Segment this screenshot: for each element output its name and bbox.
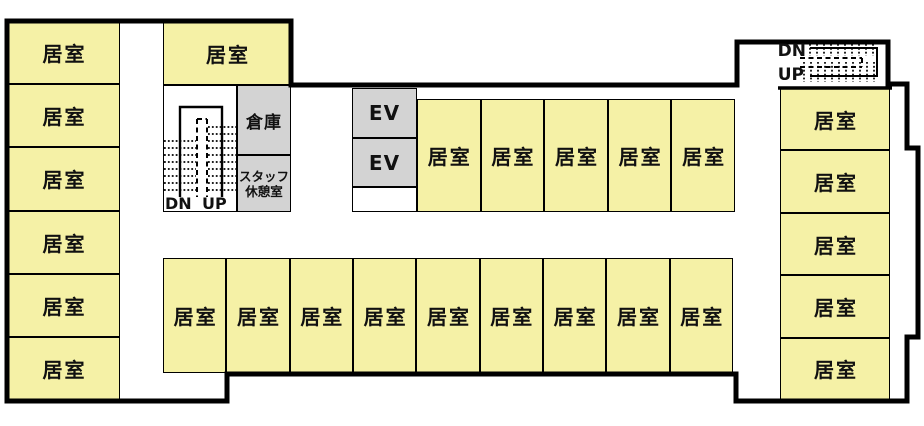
room-label: 居室 xyxy=(236,305,281,329)
room-center-3: 居室 xyxy=(544,99,608,212)
room-right-5: 居室 xyxy=(780,337,890,401)
room-right-2: 居室 xyxy=(780,150,890,213)
room-label: 居室 xyxy=(814,233,858,258)
room-label: 居室 xyxy=(814,358,858,383)
room-bottom-8: 居室 xyxy=(606,258,670,373)
room-label: 居室 xyxy=(42,231,87,256)
room-bottom-1: 居室 xyxy=(163,258,227,373)
storage-room: 倉庫 xyxy=(237,85,291,155)
elevator-label: EV xyxy=(368,150,401,175)
left-wing: 居室 居室 居室 居室 居室 居室 xyxy=(7,21,120,401)
center-top-row: 居室 居室 居室 居室 居室 xyxy=(417,99,735,212)
room-label: 居室 xyxy=(616,305,661,329)
room-top-left: 居室 xyxy=(163,21,291,85)
room-left-3: 居室 xyxy=(7,147,120,211)
room-label: 居室 xyxy=(363,305,408,329)
room-label: 居室 xyxy=(618,145,663,169)
bottom-row: 居室 居室 居室 居室 居室 居室 居室 居室 居室 xyxy=(163,258,733,373)
stairs-ne-treads-top xyxy=(809,44,874,56)
room-left-1: 居室 xyxy=(7,21,120,85)
stairs-ne-rail xyxy=(810,47,878,77)
elevator-2: EV xyxy=(352,138,417,187)
room-label: 居室 xyxy=(814,171,858,196)
stairs-ne-return xyxy=(800,57,863,68)
room-label: 居室 xyxy=(427,145,472,169)
staff-lounge: スタッフ 休憩室 xyxy=(237,155,291,212)
room-label: 居室 xyxy=(814,295,858,320)
room-bottom-3: 居室 xyxy=(289,258,353,373)
elevator-label: EV xyxy=(368,101,401,125)
room-left-4: 居室 xyxy=(7,210,120,274)
room-label: 居室 xyxy=(491,145,536,169)
room-label: 居室 xyxy=(426,305,471,329)
room-left-5: 居室 xyxy=(7,273,120,337)
service-block: 倉庫 スタッフ 休憩室 xyxy=(163,85,291,212)
room-label: 居室 xyxy=(42,168,87,193)
room-label: 居室 xyxy=(206,42,250,67)
room-label: 居室 xyxy=(42,105,87,130)
staff-lounge-label-line2: 休憩室 xyxy=(245,183,283,199)
room-bottom-5: 居室 xyxy=(416,258,480,373)
room-center-1: 居室 xyxy=(417,99,481,212)
room-left-6: 居室 xyxy=(7,336,120,401)
elevator-lobby-cell xyxy=(352,187,417,212)
room-label: 居室 xyxy=(680,305,725,329)
room-label: 居室 xyxy=(173,305,218,329)
room-bottom-4: 居室 xyxy=(352,258,417,373)
room-right-3: 居室 xyxy=(780,212,890,276)
room-label: 居室 xyxy=(554,145,599,169)
right-wing: 居室 居室 居室 居室 居室 xyxy=(780,88,890,401)
room-label: 居室 xyxy=(42,42,87,67)
service-stack: 倉庫 スタッフ 休憩室 xyxy=(237,85,291,212)
room-bottom-7: 居室 xyxy=(542,258,607,373)
room-label: 居室 xyxy=(42,357,87,382)
room-center-4: 居室 xyxy=(607,99,672,212)
elevator-1: EV xyxy=(352,88,417,138)
top-left-room-zone: 居室 xyxy=(163,21,291,85)
staff-lounge-label-line1: スタッフ xyxy=(238,168,289,184)
room-label: 居室 xyxy=(682,145,727,169)
room-label: 居室 xyxy=(553,305,598,329)
stairwell-west xyxy=(163,85,237,212)
room-label: 居室 xyxy=(42,294,87,319)
room-center-2: 居室 xyxy=(480,99,545,212)
stairs-ne-treads-bottom xyxy=(803,62,875,82)
room-bottom-9: 居室 xyxy=(669,258,733,373)
room-label: 居室 xyxy=(814,108,858,133)
room-bottom-2: 居室 xyxy=(226,258,290,373)
elevator-bank: EV EV xyxy=(352,88,417,212)
storage-label: 倉庫 xyxy=(246,112,282,133)
room-right-4: 居室 xyxy=(780,275,890,338)
stairs-ne-up-label: UP xyxy=(778,65,804,85)
room-label: 居室 xyxy=(300,305,345,329)
room-left-2: 居室 xyxy=(7,84,120,148)
room-center-5: 居室 xyxy=(671,99,735,212)
room-bottom-6: 居室 xyxy=(479,258,543,373)
stairs-ne-down-label: DN xyxy=(778,41,806,61)
room-right-1: 居室 xyxy=(780,88,890,151)
room-label: 居室 xyxy=(490,305,535,329)
